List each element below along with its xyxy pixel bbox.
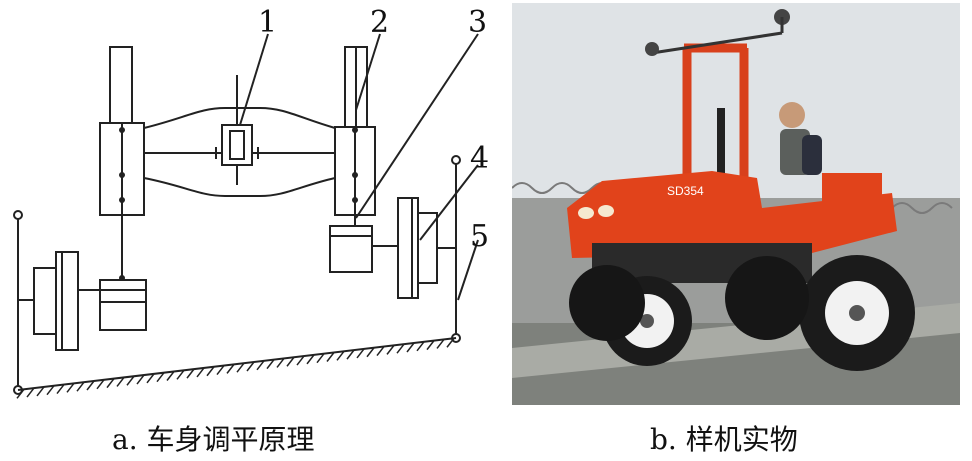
hatch-mark <box>436 338 445 349</box>
caption-a: a. 车身调平原理 <box>112 423 315 456</box>
hatch-mark <box>376 346 385 357</box>
hatch-mark <box>386 344 395 355</box>
callout-4: 4 <box>470 141 489 176</box>
hatch-mark <box>296 355 305 366</box>
hatch-mark <box>336 350 345 361</box>
hatch-mark <box>106 378 115 389</box>
hatch-mark <box>86 380 95 391</box>
hatch-mark <box>96 379 105 390</box>
hatch-mark <box>306 354 315 365</box>
hatch-mark <box>216 365 225 376</box>
hatch-mark <box>136 374 145 385</box>
hatch-mark <box>16 388 25 399</box>
hatch-mark <box>36 386 45 397</box>
hatch-mark <box>416 341 425 352</box>
hatch-mark <box>236 362 245 373</box>
tractor-body <box>567 171 897 258</box>
right-lower-gearbox <box>329 225 373 273</box>
callout-2: 2 <box>370 5 389 40</box>
prototype-photo: SD354 <box>512 3 960 405</box>
caption-b: b. 样机实物 <box>650 423 798 456</box>
hatch-mark <box>366 347 375 358</box>
hatch-mark <box>146 373 155 384</box>
hatch-mark <box>406 342 415 353</box>
driver <box>779 102 805 128</box>
hatch-mark <box>446 337 455 348</box>
leveling-principle-diagram: 1 2 3 4 5 <box>13 5 489 399</box>
hatch-mark <box>396 343 405 354</box>
hatch-mark <box>46 385 55 396</box>
hatch-mark <box>226 363 235 374</box>
hatch-mark <box>66 382 75 393</box>
axle-housing <box>143 107 336 197</box>
hatch-mark <box>356 348 365 359</box>
hatch-mark <box>56 384 65 394</box>
hatch-mark <box>26 387 35 398</box>
hatch-mark <box>186 368 195 379</box>
hatch-mark <box>316 353 325 364</box>
hatch-mark <box>176 369 185 380</box>
roll-bar <box>682 43 749 193</box>
hatch-mark <box>166 371 175 381</box>
hatch-mark <box>276 357 285 368</box>
hatch-mark <box>156 372 165 383</box>
model-label: SD354 <box>667 184 704 198</box>
rear-wheel <box>799 255 915 371</box>
hatch-mark <box>326 352 335 362</box>
callout-5: 5 <box>470 219 489 254</box>
hatch-mark <box>266 359 275 370</box>
hatch-mark <box>346 349 355 360</box>
hatch-mark <box>126 375 135 386</box>
left-upper-stub <box>109 46 133 126</box>
callout-1: 1 <box>258 5 277 40</box>
hatch-mark <box>196 367 205 378</box>
hatch-mark <box>206 366 215 377</box>
callout-3: 3 <box>468 5 487 40</box>
hatch-mark <box>246 361 255 372</box>
hatch-mark <box>426 340 435 351</box>
left-lower-gearbox <box>99 279 147 331</box>
hatch-mark <box>76 381 85 392</box>
hatch-mark <box>116 376 125 387</box>
hatch-mark <box>286 356 295 367</box>
ground-hatch <box>16 337 455 399</box>
hatch-mark <box>256 360 265 371</box>
